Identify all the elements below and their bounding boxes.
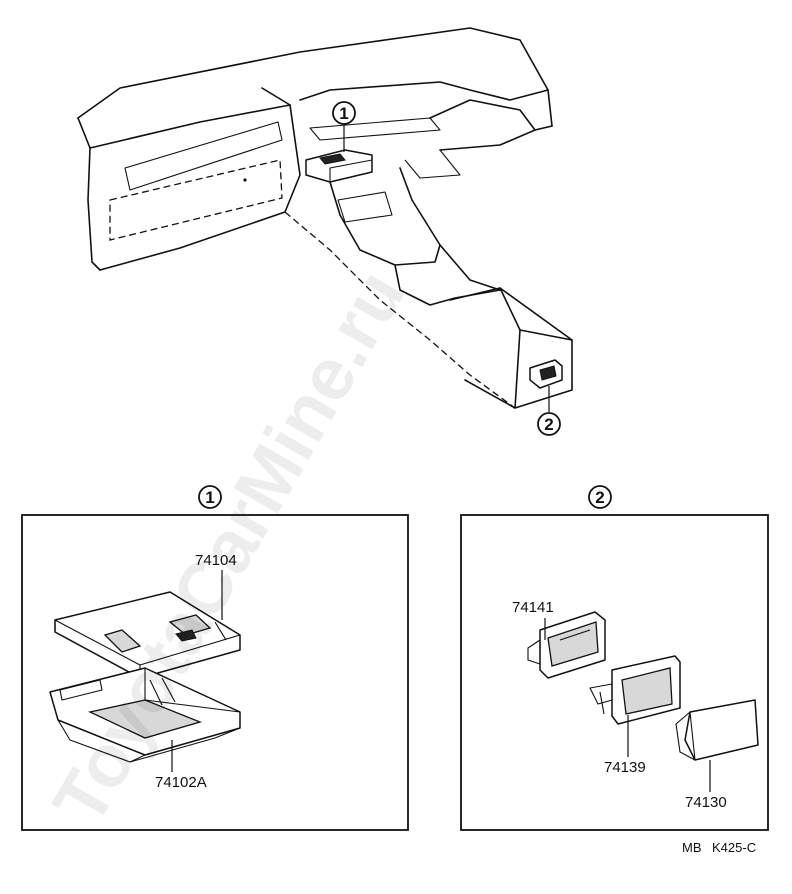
callout-2-main: 2 [537, 412, 561, 436]
part-74102A-drawing [49, 667, 241, 763]
part-74141-drawing [527, 611, 606, 679]
footer-code: K425-C [712, 840, 756, 855]
detail-box-2 [460, 514, 769, 831]
dash-ashtray-location [305, 149, 373, 183]
label-74130: 74130 [685, 794, 727, 811]
svg-text:1: 1 [205, 488, 214, 507]
detail-callout-2: 2 [588, 485, 612, 509]
label-74139: 74139 [604, 759, 646, 776]
label-74102A: 74102A [155, 774, 207, 791]
svg-text:2: 2 [595, 488, 604, 507]
detail-box-1 [21, 514, 409, 831]
callout-1-main: 1 [332, 101, 356, 125]
part-74104-drawing [54, 591, 241, 679]
label-74141: 74141 [512, 599, 554, 616]
footer-prefix: MB [682, 840, 702, 855]
label-74104: 74104 [195, 552, 237, 569]
dashboard-overview [77, 27, 573, 412]
rear-ashtray-location [529, 359, 563, 389]
part-74130-drawing [675, 699, 759, 761]
part-74139-drawing [589, 655, 681, 725]
detail-callout-1: 1 [198, 485, 222, 509]
svg-text:1: 1 [339, 104, 348, 123]
svg-text:2: 2 [544, 415, 553, 434]
watermark: ToyotaCarMine.ru [37, 256, 421, 838]
